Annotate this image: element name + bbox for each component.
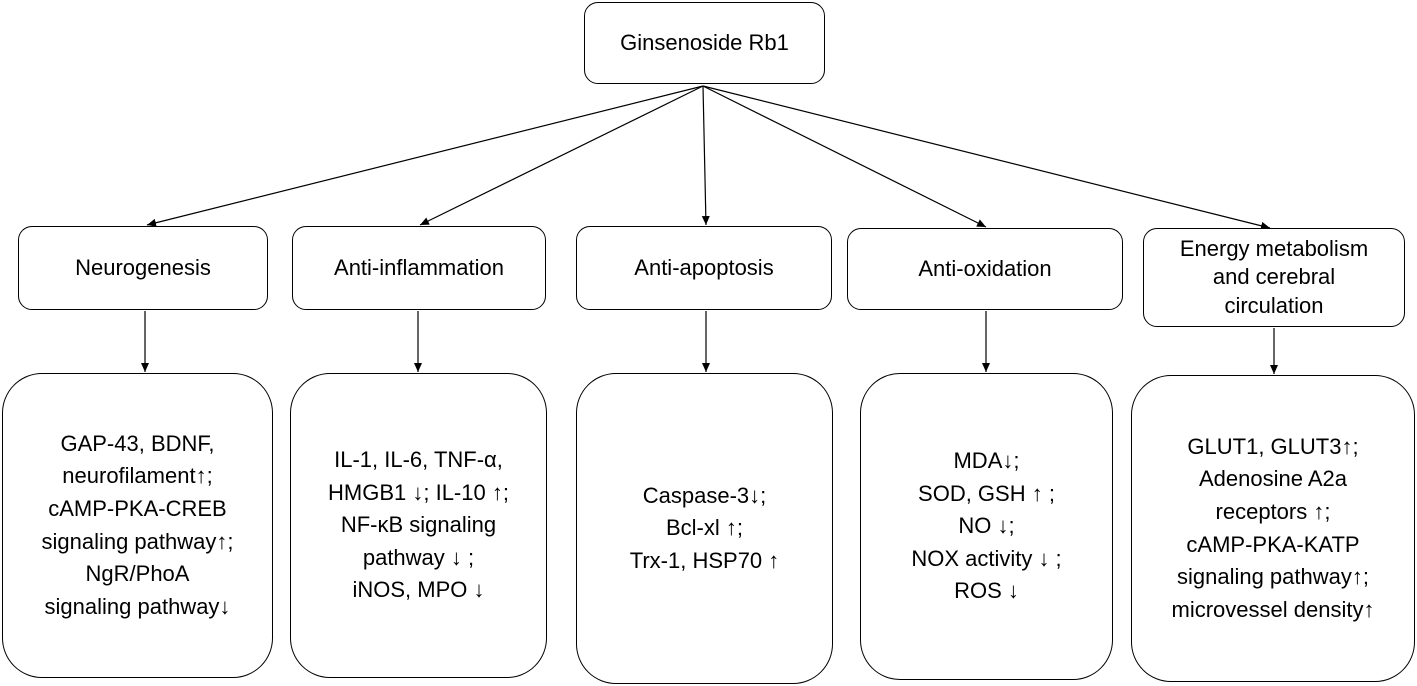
arrow-root-to-anti-apoptosis (701, 85, 710, 226)
category-anti-inflammation: Anti-inflammation (292, 226, 546, 310)
detail-text: MDA↓; SOD, GSH ↑ ; NO ↓; NOX activity ↓ … (911, 448, 1062, 604)
category-neurogenesis: Neurogenesis (18, 226, 268, 310)
arrow-root-to-anti-oxidation (702, 85, 987, 228)
detail-text: GLUT1, GLUT3↑; Adenosine A2a receptors ↑… (1171, 433, 1375, 622)
category-anti-apoptosis: Anti-apoptosis (576, 226, 832, 310)
category-title: Neurogenesis (75, 255, 211, 281)
detail-text: GAP-43, BDNF, neurofilament↑; cAMP-PKA-C… (41, 430, 234, 619)
root-label: Ginsenoside Rb1 (620, 30, 789, 56)
arrow-root-to-neurogenesis (146, 85, 704, 227)
detail-neurogenesis: GAP-43, BDNF, neurofilament↑; cAMP-PKA-C… (2, 373, 273, 678)
arrow-root-to-anti-inflammation (419, 85, 704, 226)
category-energy-metabolism: Energy metabolism and cerebral circulati… (1143, 228, 1405, 327)
category-anti-oxidation: Anti-oxidation (847, 228, 1123, 310)
category-title: Anti-oxidation (918, 256, 1052, 282)
detail-anti-oxidation: MDA↓; SOD, GSH ↑ ; NO ↓; NOX activity ↓ … (860, 373, 1113, 680)
category-title: Anti-apoptosis (634, 255, 774, 281)
detail-text: IL-1, IL-6, TNF-α, HMGB1 ↓; IL-10 ↑; NF-… (328, 447, 509, 603)
category-title: Energy metabolism and cerebral circulati… (1179, 235, 1369, 318)
detail-text: Caspase-3↓; Bcl-xl ↑; Trx-1, HSP70 ↑ (629, 482, 780, 573)
category-title: Anti-inflammation (334, 255, 504, 281)
detail-anti-inflammation: IL-1, IL-6, TNF-α, HMGB1 ↓; IL-10 ↑; NF-… (290, 373, 547, 678)
arrow-root-to-energy-metabolism (702, 85, 1271, 230)
detail-energy-metabolism: GLUT1, GLUT3↑; Adenosine A2a receptors ↑… (1131, 375, 1415, 682)
root-node: Ginsenoside Rb1 (584, 2, 825, 84)
detail-anti-apoptosis: Caspase-3↓; Bcl-xl ↑; Trx-1, HSP70 ↑ (576, 373, 833, 684)
